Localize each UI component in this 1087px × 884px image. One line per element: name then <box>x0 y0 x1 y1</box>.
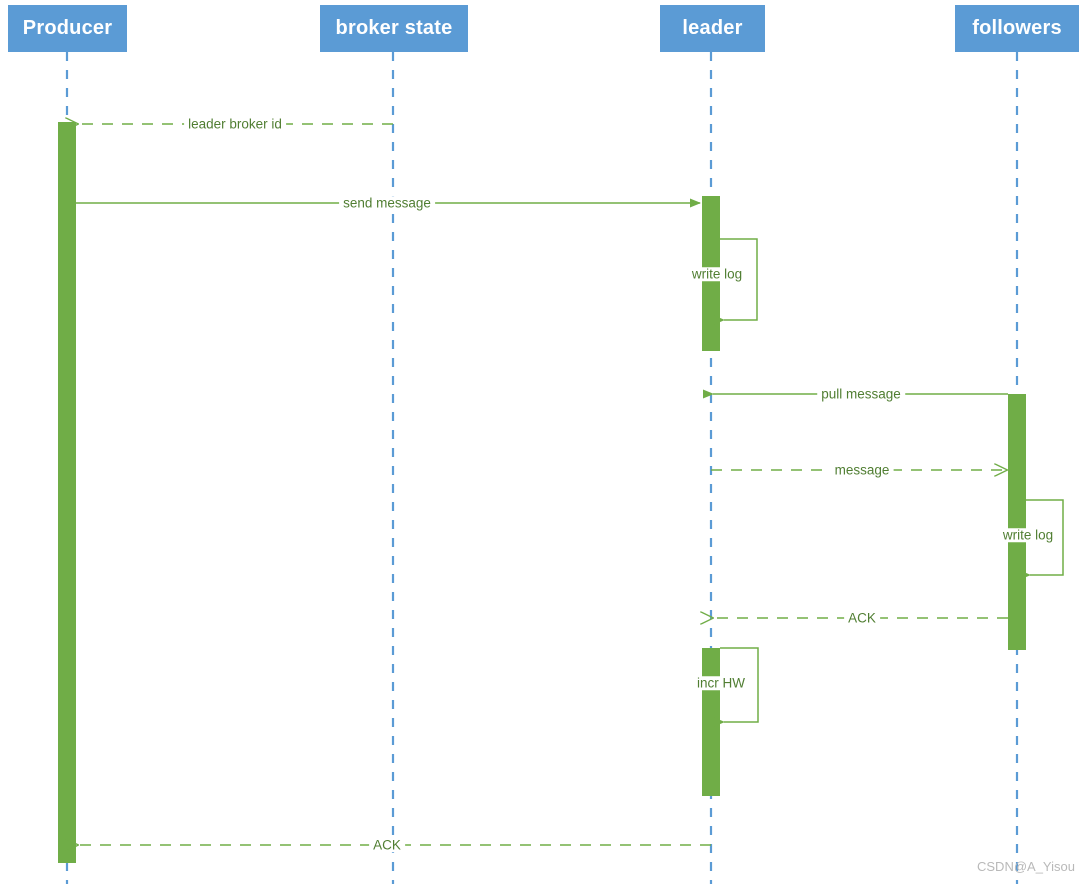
actor-box-producer[interactable]: Producer <box>8 5 127 52</box>
self-message-label-followers-write-log: write log <box>1000 527 1056 543</box>
watermark-text: CSDN@A_Yisou <box>977 859 1075 874</box>
actor-box-followers[interactable]: followers <box>955 5 1079 52</box>
actor-label-producer: Producer <box>22 17 113 39</box>
actor-box-leader[interactable]: leader <box>660 5 765 52</box>
actor-label-leader: leader <box>682 17 743 39</box>
message-label-pull-message: pull message <box>817 387 905 401</box>
message-label-ack-leader-producer: ACK <box>369 838 405 852</box>
activation-bar-followers <box>1008 394 1026 650</box>
self-message-label-leader-write-log: write log <box>689 266 745 282</box>
self-message-path-leader-write-log <box>714 238 758 325</box>
self-message-path-followers-write-log <box>1020 499 1064 580</box>
activation-bar-producer <box>58 122 76 863</box>
self-messages-group <box>714 238 1064 727</box>
message-label-ack-followers-leader: ACK <box>844 611 880 625</box>
messages-group <box>76 124 1008 845</box>
message-label-leader-broker-id: leader broker id <box>184 117 286 131</box>
actor-label-broker-state: broker state <box>335 17 453 39</box>
message-label-message: message <box>830 463 894 477</box>
self-message-label-leader-incr-hw: incr HW <box>695 675 747 691</box>
message-label-send-message: send message <box>339 196 435 210</box>
activation-bar-leader-incr-hw <box>702 648 720 796</box>
self-message-path-leader-incr-hw <box>714 647 759 727</box>
actor-label-followers: followers <box>972 17 1062 39</box>
actor-box-broker-state[interactable]: broker state <box>320 5 468 52</box>
activation-bars-group <box>58 122 1026 863</box>
